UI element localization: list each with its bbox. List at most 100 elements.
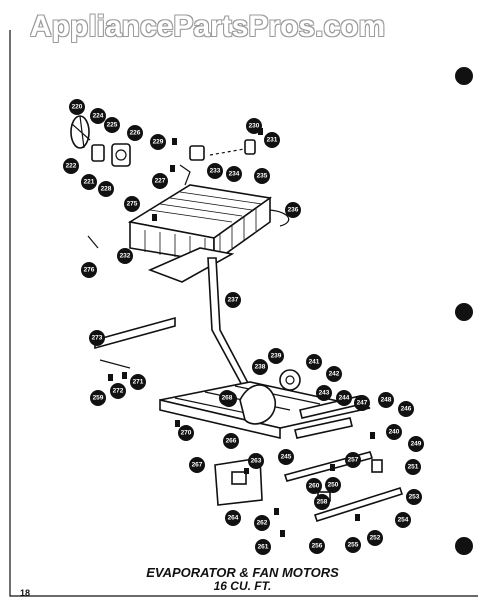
svg-text:226: 226 — [130, 130, 141, 137]
callout-254: 254 — [395, 512, 411, 528]
harness-lead — [87, 235, 99, 249]
svg-text:221: 221 — [84, 179, 95, 186]
callout-233: 233 — [207, 163, 223, 179]
callout-220: 220 — [69, 99, 85, 115]
svg-text:228: 228 — [101, 186, 112, 193]
callout-226: 226 — [127, 125, 143, 141]
mount-clip — [231, 471, 247, 485]
drain-tube — [207, 257, 260, 404]
callout-227: 227 — [152, 173, 168, 189]
callout-246: 246 — [398, 401, 414, 417]
callout-243: 243 — [316, 385, 332, 401]
svg-text:249: 249 — [411, 441, 422, 448]
bracket-clip — [189, 145, 205, 161]
callout-225: 225 — [104, 117, 120, 133]
evaporator-coil — [127, 184, 290, 264]
callout-273: 273 — [89, 330, 105, 346]
svg-text:246: 246 — [401, 406, 412, 413]
bracket — [179, 164, 191, 186]
callout-263: 263 — [248, 453, 264, 469]
page-border — [9, 30, 478, 597]
callout-266: 266 — [223, 433, 239, 449]
callout-272: 272 — [110, 383, 126, 399]
callout-228: 228 — [98, 181, 114, 197]
callout-247: 247 — [354, 395, 370, 411]
callout-264: 264 — [225, 510, 241, 526]
callout-244: 244 — [336, 390, 352, 406]
callout-224: 224 — [90, 108, 106, 124]
callout-276: 276 — [81, 262, 97, 278]
svg-text:261: 261 — [258, 544, 269, 551]
svg-text:266: 266 — [226, 438, 237, 445]
callout-258: 258 — [314, 494, 330, 510]
svg-text:224: 224 — [93, 113, 104, 120]
svg-text:235: 235 — [257, 173, 268, 180]
callout-229: 229 — [150, 134, 166, 150]
punch-hole — [455, 303, 473, 321]
svg-text:241: 241 — [309, 359, 320, 366]
callout-232: 232 — [117, 248, 133, 264]
screw-line — [99, 359, 131, 369]
diagram-title: EVAPORATOR & FAN MOTORS — [146, 565, 339, 580]
callout-236: 236 — [285, 202, 301, 218]
svg-text:257: 257 — [348, 457, 359, 464]
callout-222: 222 — [63, 158, 79, 174]
callout-250: 250 — [325, 477, 341, 493]
callout-231: 231 — [264, 132, 280, 148]
callout-275: 275 — [124, 196, 140, 212]
callout-257: 257 — [345, 452, 361, 468]
svg-text:263: 263 — [251, 458, 262, 465]
svg-text:236: 236 — [288, 207, 299, 214]
svg-text:242: 242 — [329, 371, 340, 378]
lower-rail — [313, 486, 404, 523]
svg-text:231: 231 — [267, 137, 278, 144]
page-number: 18 — [20, 588, 31, 598]
grommet — [244, 139, 256, 155]
svg-text:225: 225 — [107, 122, 118, 129]
watermark: AppliancePartsPros.com — [30, 10, 386, 43]
callout-269: 269 — [223, 395, 234, 402]
callout-270: 270 — [178, 425, 194, 441]
svg-text:250: 250 — [328, 482, 339, 489]
svg-text:276: 276 — [84, 267, 95, 274]
callout-238: 238 — [252, 359, 268, 375]
svg-text:240: 240 — [389, 429, 400, 436]
punch-hole — [455, 67, 473, 85]
svg-text:258: 258 — [317, 499, 328, 506]
callout-237: 237 — [225, 292, 241, 308]
svg-text:264: 264 — [228, 515, 239, 522]
svg-text:272: 272 — [113, 388, 124, 395]
support-bracket — [94, 316, 176, 350]
svg-text:275: 275 — [127, 201, 138, 208]
callout-248: 248 — [378, 392, 394, 408]
callout-268: 268 — [219, 390, 235, 406]
svg-text:222: 222 — [66, 163, 77, 170]
svg-text:229: 229 — [153, 139, 164, 146]
callout-267: 267 — [189, 457, 205, 473]
callout-255: 255 — [345, 537, 361, 553]
callout-261: 261 — [255, 539, 271, 555]
svg-text:233: 233 — [210, 168, 221, 175]
svg-text:230: 230 — [249, 123, 260, 130]
svg-text:268: 268 — [222, 395, 233, 402]
svg-text:252: 252 — [370, 535, 381, 542]
callout-240: 240 — [386, 424, 402, 440]
svg-text:247: 247 — [357, 400, 368, 407]
svg-text:234: 234 — [229, 171, 240, 178]
callout-253: 253 — [406, 489, 422, 505]
svg-text:251: 251 — [408, 464, 419, 471]
callout-249: 249 — [408, 436, 424, 452]
svg-text:262: 262 — [257, 520, 268, 527]
callout-234: 234 — [226, 166, 242, 182]
callout-235: 235 — [254, 168, 270, 184]
svg-text:237: 237 — [228, 297, 239, 304]
svg-text:248: 248 — [381, 397, 392, 404]
svg-text:273: 273 — [92, 335, 103, 342]
callout-242: 242 — [326, 366, 342, 382]
svg-text:227: 227 — [155, 178, 166, 185]
callout-256: 256 — [309, 538, 325, 554]
svg-text:245: 245 — [281, 454, 292, 461]
svg-text:267: 267 — [192, 462, 203, 469]
switch — [371, 459, 383, 473]
